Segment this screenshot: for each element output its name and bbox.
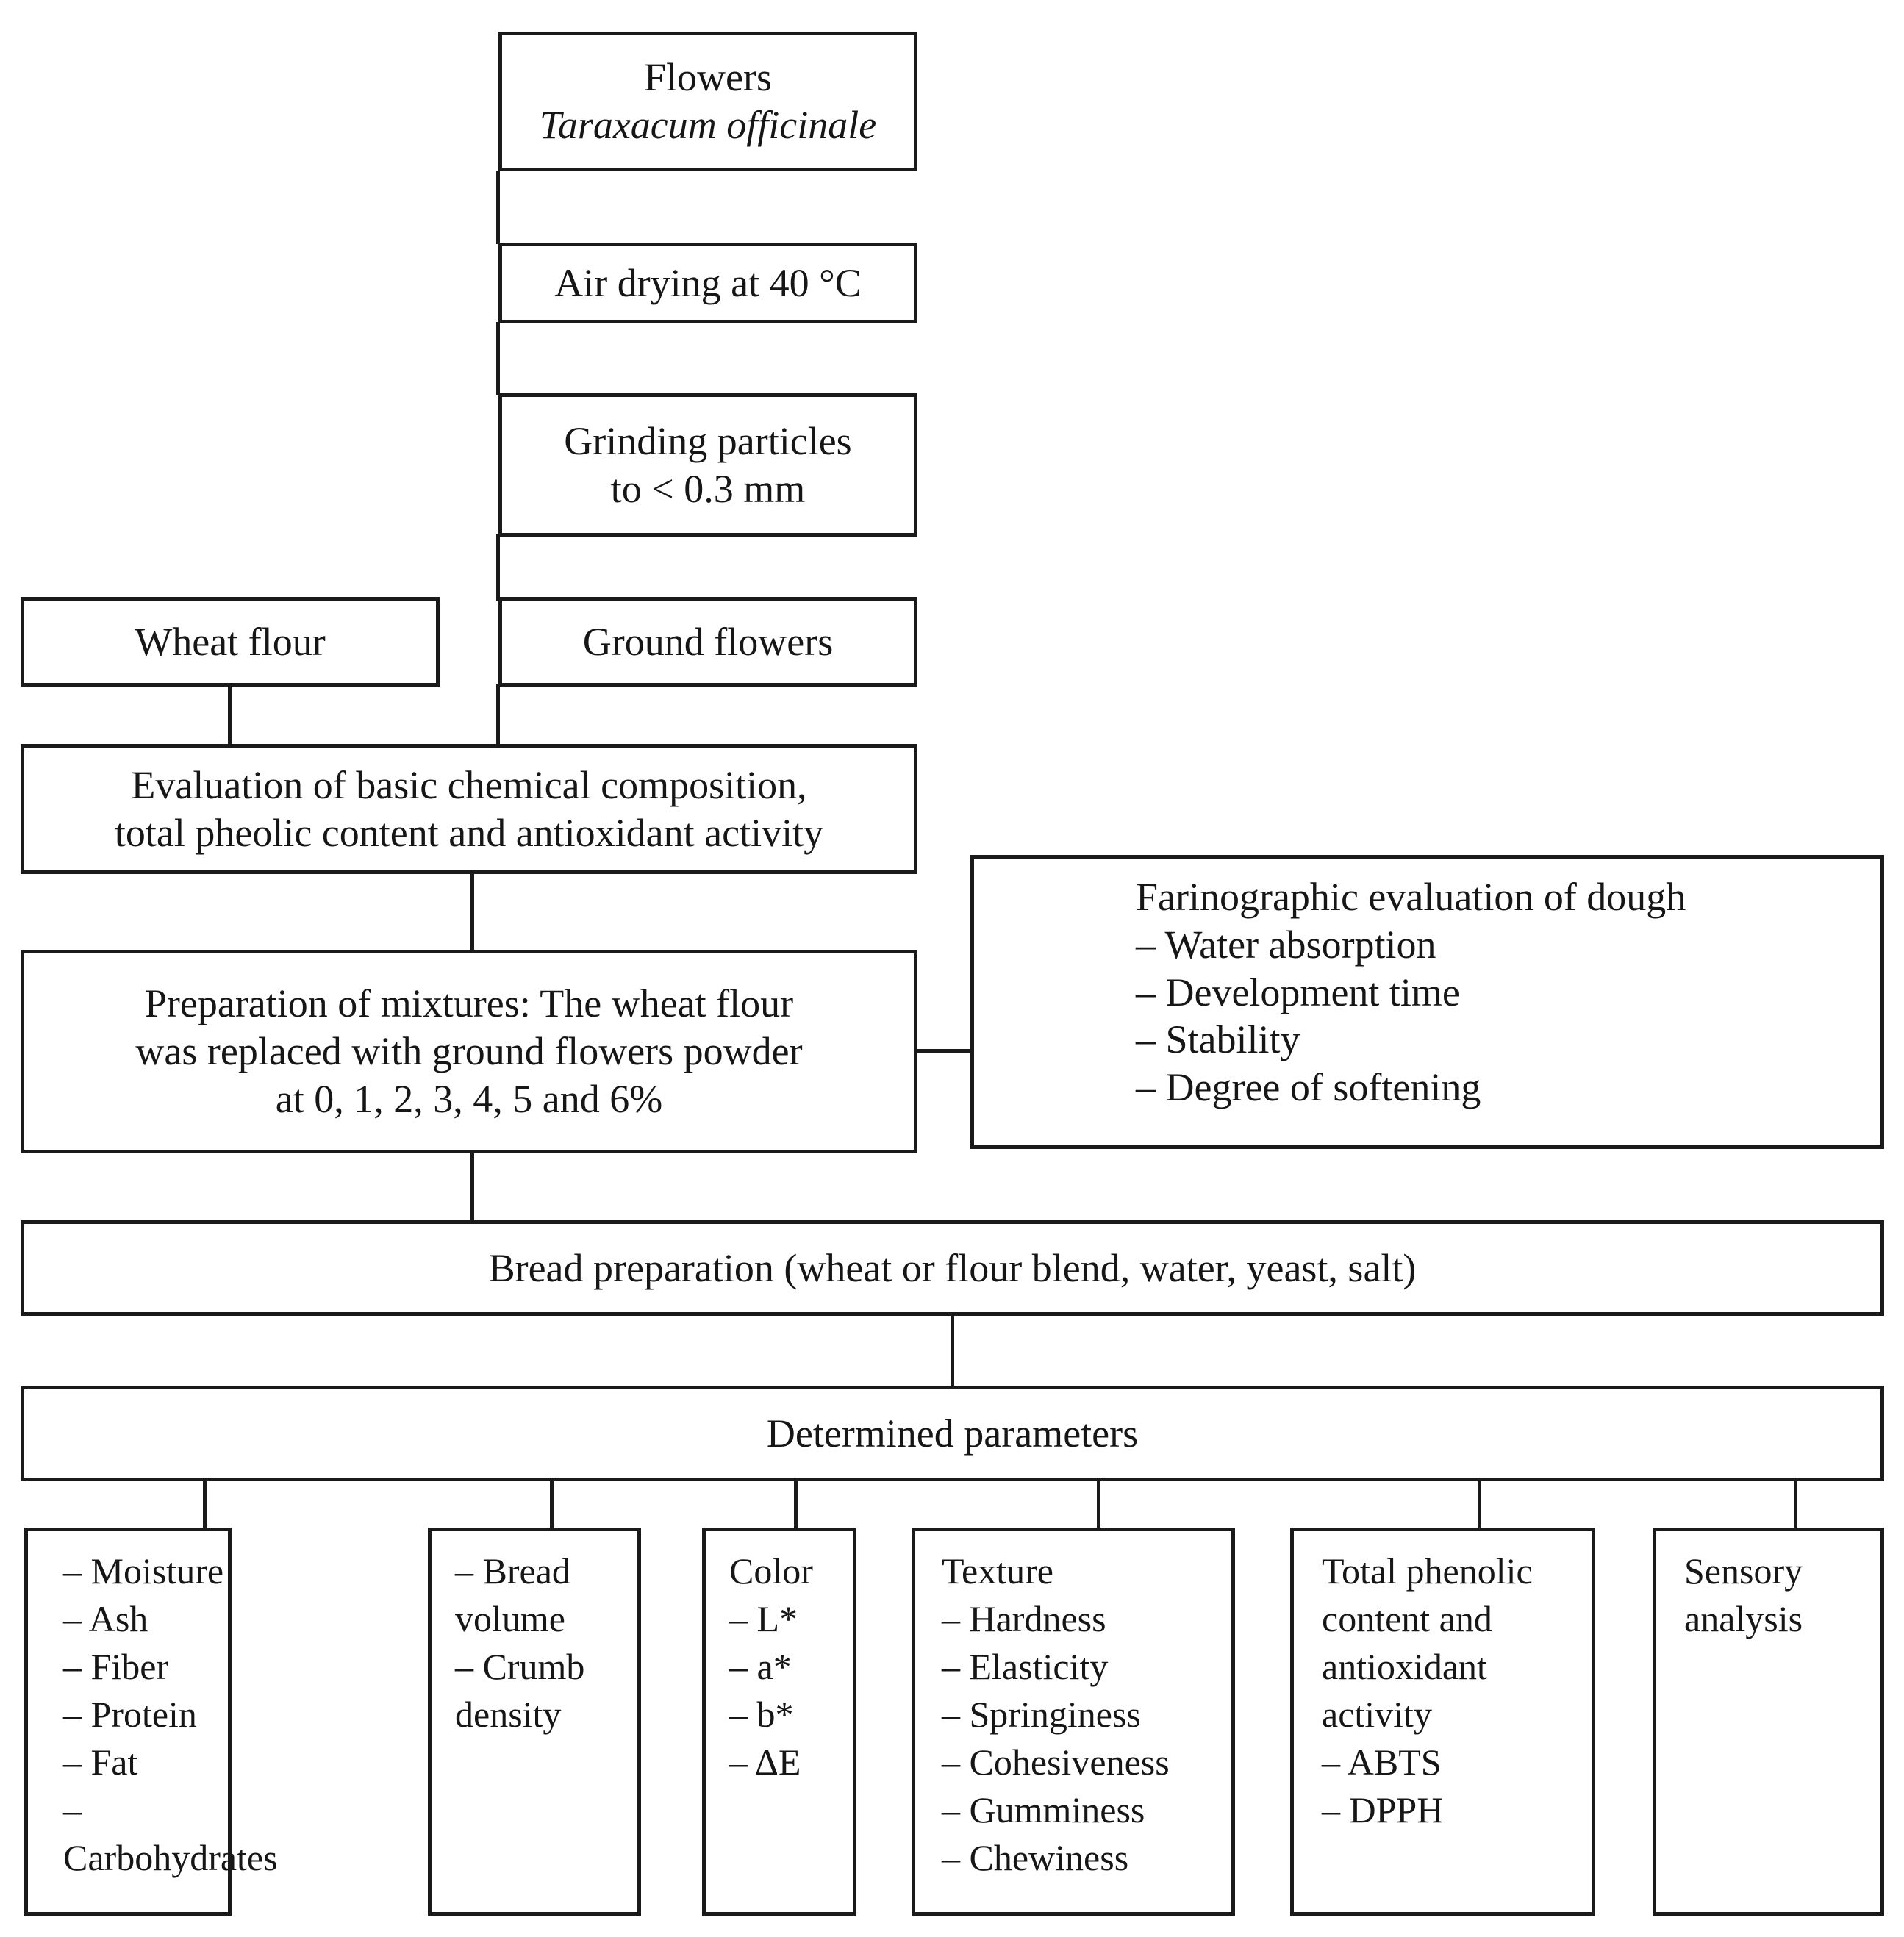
node-flowers-line1: Flowers (644, 55, 772, 100)
node-ground-flowers-label: Ground flowers (582, 619, 834, 664)
node-param-color-heading: Color (729, 1550, 813, 1592)
node-bread-preparation[interactable]: Bread preparation (wheat or flour blend,… (21, 1220, 1884, 1316)
node-flowers[interactable]: Flowers Taraxacum officinale (498, 32, 917, 171)
list-item: – DPPH (1322, 1789, 1444, 1830)
list-item: – Springiness (942, 1694, 1141, 1735)
node-wheat-flour-label: Wheat flour (135, 619, 326, 664)
node-evaluation-line1: Evaluation of basic chemical composition… (131, 762, 807, 807)
node-param-color-list: – L* – a* – b* – ΔE (729, 1595, 801, 1786)
connector-parameters-to-phenolic (1478, 1481, 1481, 1529)
node-mixtures-line1: Preparation of mixtures: The wheat flour (144, 981, 794, 1026)
node-air-drying-label: Air drying at 40 °C (554, 260, 862, 305)
connector-eval-to-mixtures (470, 871, 474, 952)
node-air-drying[interactable]: Air drying at 40 °C (498, 243, 917, 323)
node-param-color[interactable]: Color – L* – a* – b* – ΔE (702, 1528, 856, 1916)
list-item: – Carbohydrates (63, 1789, 278, 1878)
list-item: – L* (729, 1598, 798, 1639)
node-param-sensory[interactable]: Sensory analysis (1653, 1528, 1884, 1916)
node-param-phenolic[interactable]: Total phenolic content and antioxidant a… (1290, 1528, 1595, 1916)
node-grinding[interactable]: Grinding particles to < 0.3 mm (498, 393, 917, 537)
node-bread-preparation-label: Bread preparation (wheat or flour blend,… (488, 1245, 1417, 1290)
node-mixtures[interactable]: Preparation of mixtures: The wheat flour… (21, 950, 917, 1153)
node-determined-parameters-label: Determined parameters (766, 1411, 1139, 1456)
list-item: – Protein (63, 1694, 197, 1735)
connector-parameters-to-sensory (1794, 1481, 1797, 1529)
list-item: – Hardness (942, 1598, 1106, 1639)
list-item: – Moisture (63, 1550, 224, 1592)
node-farinographic-heading: Farinographic evaluation of dough (1136, 875, 1686, 919)
node-evaluation[interactable]: Evaluation of basic chemical composition… (21, 744, 917, 874)
connector-parameters-to-texture (1097, 1481, 1100, 1529)
list-item: – Bread volume (455, 1550, 570, 1639)
list-item: – a* (729, 1646, 792, 1687)
node-mixtures-line2: was replaced with ground flowers powder (135, 1029, 803, 1074)
list-item: – Water absorption (1136, 922, 1436, 967)
connector-groundflowers-to-eval (496, 684, 500, 746)
list-item: – Chewiness (942, 1837, 1129, 1878)
node-param-composition-list: – Moisture – Ash – Fiber – Protein – Fat… (63, 1547, 278, 1882)
connector-mixtures-to-bread (470, 1150, 474, 1220)
connector-parameters-to-color (794, 1481, 798, 1529)
connector-grinding-to-ground (496, 534, 500, 601)
list-item: – Ash (63, 1598, 148, 1639)
list-item: – Elasticity (942, 1646, 1109, 1687)
connector-flowers-to-drying (496, 171, 500, 244)
node-determined-parameters[interactable]: Determined parameters (21, 1386, 1884, 1481)
list-item: – Degree of softening (1136, 1065, 1481, 1110)
list-item: – ΔE (729, 1741, 801, 1783)
node-param-phenolic-heading: Total phenolic content and antioxidant a… (1322, 1550, 1533, 1735)
node-param-phenolic-list: – ABTS – DPPH (1322, 1739, 1443, 1834)
connector-parameters-to-composition (203, 1481, 207, 1529)
node-farinographic[interactable]: Farinographic evaluation of dough – Wate… (970, 855, 1884, 1149)
node-mixtures-line3: at 0, 1, 2, 3, 4, 5 and 6% (275, 1076, 663, 1121)
connector-drying-to-grinding (496, 322, 500, 395)
node-ground-flowers[interactable]: Ground flowers (498, 597, 917, 687)
connector-wheatflour-to-eval (228, 684, 232, 746)
list-item: – Stability (1136, 1017, 1300, 1062)
connector-parameters-to-volume (550, 1481, 554, 1529)
node-evaluation-line2: total pheolic content and antioxidant ac… (114, 810, 824, 855)
node-param-volume-list: – Bread volume – Crumb density (455, 1547, 584, 1739)
node-wheat-flour[interactable]: Wheat flour (21, 597, 440, 687)
node-grinding-line2: to < 0.3 mm (610, 466, 806, 511)
list-item: – Crumb density (455, 1646, 585, 1735)
list-item: – Gumminess (942, 1789, 1145, 1830)
node-param-texture-list: – Hardness – Elasticity – Springiness – … (942, 1595, 1170, 1882)
connector-mixtures-to-farinographic (915, 1049, 1003, 1053)
list-item: – ABTS (1322, 1741, 1442, 1783)
node-param-sensory-heading: Sensory analysis (1684, 1550, 1803, 1639)
node-param-texture[interactable]: Texture – Hardness – Elasticity – Spring… (912, 1528, 1235, 1916)
node-flowers-species: Taraxacum officinale (539, 103, 877, 147)
list-item: – b* (729, 1694, 794, 1735)
node-param-volume[interactable]: – Bread volume – Crumb density (428, 1528, 641, 1916)
node-farinographic-list: – Water absorption – Development time – … (1136, 921, 1481, 1111)
node-param-composition[interactable]: – Moisture – Ash – Fiber – Protein – Fat… (24, 1528, 278, 1916)
list-item: – Fat (63, 1741, 138, 1783)
list-item: – Development time (1136, 970, 1460, 1014)
node-grinding-line1: Grinding particles (564, 418, 852, 463)
node-param-texture-heading: Texture (942, 1550, 1053, 1592)
connector-bread-to-parameters (951, 1316, 954, 1386)
list-item: – Cohesiveness (942, 1741, 1170, 1783)
list-item: – Fiber (63, 1646, 169, 1687)
